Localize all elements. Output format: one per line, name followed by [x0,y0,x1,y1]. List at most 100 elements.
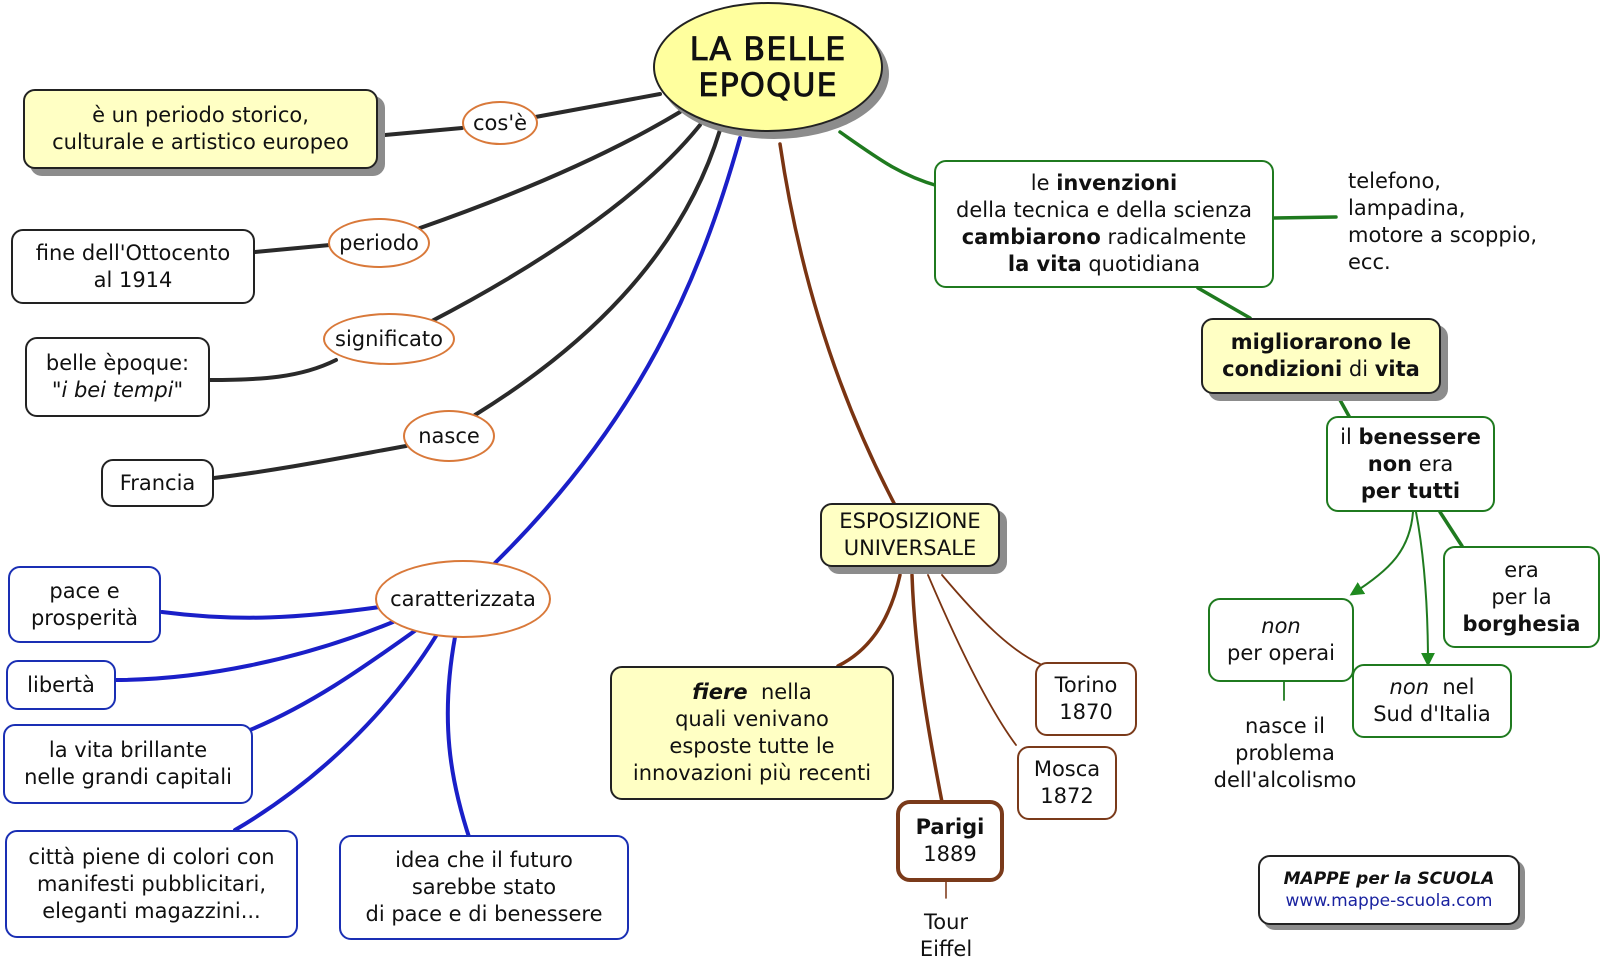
text-bold: invenzioni [1056,171,1178,195]
node-text-bold: migliorarono le [1230,330,1412,354]
text-bold: la vita [1007,252,1082,276]
node-text-italic: "i bei tempi" [51,378,184,402]
link-car-citta [233,634,438,832]
link-title-nasce [473,128,722,417]
node-text: telefono, [1348,169,1441,193]
text-rest: nella [747,680,812,704]
link-invenzioni-examples [1272,215,1338,220]
node-periodo-storico[interactable]: è un periodo storico, culturale e artist… [23,89,378,169]
node-text: 1872 [1040,784,1094,808]
node-vita-brillante[interactable]: la vita brillante nelle grandi capitali [3,724,253,804]
link-car-idea [445,635,472,842]
link-label-caratterizzata[interactable]: caratterizzata [375,560,551,638]
brand-url-link[interactable]: www.mappe-scuola.com [1285,891,1493,911]
node-text: per operai [1227,641,1335,665]
node-text: Tour [923,910,969,934]
node-migliorarono[interactable]: migliorarono le condizioni di vita [1201,318,1441,394]
link-invenzioni-migliorarono [1196,286,1252,320]
node-text-bold: borghesia [1462,611,1581,636]
text-plain: di [1342,357,1375,381]
node-text: libertà [27,672,95,697]
node-text: belle èpoque: [45,351,190,375]
node-invenzioni[interactable]: le invenzioni della tecnica e della scie… [934,160,1274,288]
node-text: pace e [49,578,120,603]
link-car-vita [248,628,418,732]
link-label-nasce[interactable]: nasce [403,410,495,462]
node-liberta[interactable]: libertà [6,660,116,710]
node-tour-eiffel[interactable]: Tour Eiffel [905,908,987,964]
node-text: idea che il futuro [395,848,573,872]
title-line-1: LA BELLE [689,30,847,68]
node-pace-prosperita[interactable]: pace e prosperità [8,566,161,643]
node-text: fiere nella [692,679,812,706]
node-text: Sud d'Italia [1373,702,1491,726]
brand-box[interactable]: MAPPE per la SCUOLA www.mappe-scuola.com [1258,855,1520,925]
node-text: ESPOSIZIONE [839,509,981,533]
node-text: non era [1368,451,1453,478]
node-fiere[interactable]: fiere nella quali venivano esposte tutte… [610,666,894,800]
node-text: Torino [1054,673,1118,697]
link-esp-fiere [836,573,902,668]
node-esempi-invenzioni[interactable]: telefono, lampadina, motore a scoppio, e… [1348,166,1578,278]
node-alcolismo[interactable]: nasce il problema dell'alcolismo [1200,710,1370,796]
link-title-esposizione [778,142,897,507]
node-text-bold: Parigi [915,815,985,839]
node-idea-futuro[interactable]: idea che il futuro sarebbe stato di pace… [339,835,629,940]
node-text: eleganti magazzini... [42,898,261,923]
central-topic-title[interactable]: LA BELLE EPOQUE [653,2,883,132]
node-borghesia[interactable]: era per la borghesia [1443,546,1600,648]
text-bold: non [1367,451,1413,476]
text-plain: nel [1429,675,1475,699]
text-bold: cambiarono [961,225,1101,249]
link-benessere-operai [1349,511,1414,596]
link-label-periodo[interactable]: periodo [328,218,430,268]
node-text: nasce il [1245,713,1325,738]
link-label-significato-text: significato [335,326,443,351]
node-sud-italia[interactable]: non nel Sud d'Italia [1352,664,1512,738]
node-operai[interactable]: non per operai [1208,598,1354,682]
node-fine-ottocento[interactable]: fine dell'Ottocento al 1914 [11,229,255,304]
node-text: della tecnica e della scienza [956,198,1252,222]
node-text: la vita brillante [48,738,208,762]
node-text: problema [1235,740,1335,765]
node-francia[interactable]: Francia [101,459,214,507]
link-label-significato[interactable]: significato [323,313,455,365]
link-cose-box [383,126,464,137]
text-plain: radicalmente [1100,225,1247,249]
link-periodo-box [253,243,332,254]
node-esposizione-universale[interactable]: ESPOSIZIONE UNIVERSALE [820,503,1000,567]
node-text: 1889 [923,842,977,866]
link-title-periodo [418,110,682,230]
link-nasce-box [212,444,408,480]
link-label-cose[interactable]: cos'è [462,101,538,145]
link-esp-torino [941,574,1041,665]
link-label-cose-text: cos'è [472,110,528,135]
text-plain: il [1340,424,1359,449]
node-text: ecc. [1348,250,1391,274]
link-esp-parigi [910,573,944,804]
link-label-periodo-text: periodo [339,230,419,255]
node-text: nelle grandi capitali [24,765,232,789]
node-parigi[interactable]: Parigi 1889 [896,800,1004,882]
node-text-italic: non [1261,614,1301,638]
node-torino[interactable]: Torino 1870 [1035,662,1137,736]
node-bei-tempi[interactable]: belle èpoque: "i bei tempi" [25,337,210,417]
text-plain: era [1412,451,1454,476]
node-benessere[interactable]: il benessere non era per tutti [1326,416,1495,512]
link-benessere-sud [1415,511,1435,667]
node-text: UNIVERSALE [843,536,977,560]
node-text: innovazioni più recenti [632,761,872,785]
node-text: era [1504,557,1539,582]
node-text: il benessere [1340,424,1481,451]
node-text: Francia [119,470,196,495]
node-text: Eiffel [919,937,973,961]
node-text: di pace e di benessere [365,902,603,926]
node-mosca[interactable]: Mosca 1872 [1017,746,1117,820]
node-text: cambiarono radicalmente [962,224,1247,251]
text-bold: condizioni [1222,357,1343,381]
node-text: culturale e artistico europeo [52,130,349,154]
node-citta-colori[interactable]: città piene di colori con manifesti pubb… [5,830,298,938]
link-significato-box [208,358,338,382]
node-text: al 1914 [93,267,173,292]
text-plain: le [1030,171,1057,195]
